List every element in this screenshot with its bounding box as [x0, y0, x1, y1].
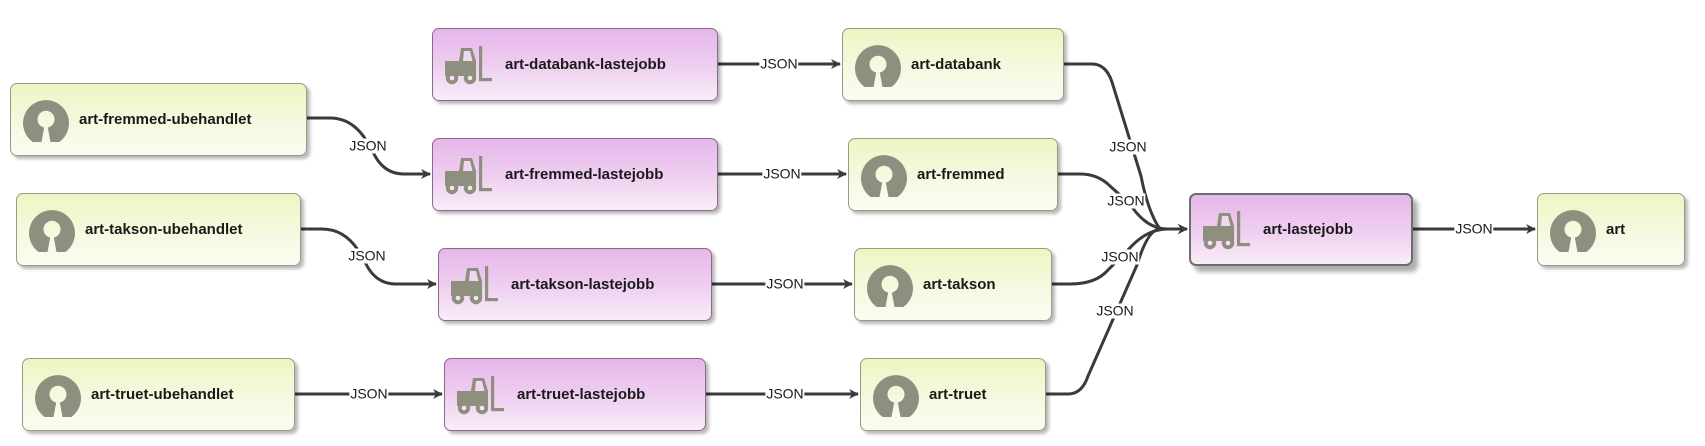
edge-label: JSON — [765, 385, 805, 402]
node-label: art-fremmed — [917, 166, 1005, 183]
edge-label: JSON — [348, 137, 388, 154]
node-label: art-truet — [929, 386, 987, 403]
edge-label: JSON — [1454, 220, 1494, 237]
edge-art-truet-to-art-lastejobb — [1046, 224, 1188, 396]
node-art[interactable]: art — [1537, 193, 1685, 266]
node-label: art-truet-ubehandlet — [91, 386, 234, 403]
open-source-icon — [27, 205, 77, 255]
node-art-truet[interactable]: art-truet — [860, 358, 1046, 431]
open-source-icon — [1548, 205, 1598, 255]
node-label: art-takson-lastejobb — [511, 276, 655, 293]
edge-label: JSON — [1095, 302, 1135, 319]
node-label: art-takson-ubehandlet — [85, 221, 243, 238]
edge-art-databank-to-art-lastejobb — [1064, 62, 1188, 234]
edge-label: JSON — [1106, 192, 1146, 209]
forklift-icon — [455, 375, 505, 415]
node-art-fremmed[interactable]: art-fremmed — [848, 138, 1058, 211]
node-label: art-databank — [911, 56, 1002, 73]
node-art-takson-ubehandlet[interactable]: art-takson-ubehandlet — [16, 193, 301, 266]
edge-label: JSON — [1100, 248, 1140, 265]
node-label: art-truet-lastejobb — [517, 386, 646, 403]
node-label: art-fremmed-ubehandlet — [79, 111, 252, 128]
edge-label: JSON — [759, 55, 799, 72]
node-label: art — [1606, 221, 1626, 238]
open-source-icon — [853, 40, 903, 90]
node-art-truet-lastejobb[interactable]: art-truet-lastejobb — [444, 358, 706, 431]
edge-label: JSON — [762, 165, 802, 182]
node-art-truet-ubehandlet[interactable]: art-truet-ubehandlet — [22, 358, 295, 431]
edge-label: JSON — [765, 275, 805, 292]
node-art-takson-lastejobb[interactable]: art-takson-lastejobb — [438, 248, 712, 321]
open-source-icon — [859, 150, 909, 200]
node-art-lastejobb[interactable]: art-lastejobb — [1189, 193, 1413, 266]
node-art-fremmed-ubehandlet[interactable]: art-fremmed-ubehandlet — [10, 83, 307, 156]
forklift-icon — [1201, 210, 1251, 250]
node-art-databank[interactable]: art-databank — [842, 28, 1064, 101]
node-label: art-takson — [923, 276, 996, 293]
forklift-icon — [443, 45, 493, 85]
open-source-icon — [865, 260, 915, 310]
edge-label: JSON — [349, 385, 389, 402]
forklift-icon — [449, 265, 499, 305]
node-label: art-databank-lastejobb — [505, 56, 666, 73]
forklift-icon — [443, 155, 493, 195]
open-source-icon — [33, 370, 83, 420]
open-source-icon — [871, 370, 921, 420]
edge-label: JSON — [1108, 138, 1148, 155]
node-art-fremmed-lastejobb[interactable]: art-fremmed-lastejobb — [432, 138, 718, 211]
node-label: art-lastejobb — [1263, 221, 1354, 238]
node-art-takson[interactable]: art-takson — [854, 248, 1052, 321]
edge-label: JSON — [347, 247, 387, 264]
node-art-databank-lastejobb[interactable]: art-databank-lastejobb — [432, 28, 718, 101]
open-source-icon — [21, 95, 71, 145]
node-label: art-fremmed-lastejobb — [505, 166, 664, 183]
